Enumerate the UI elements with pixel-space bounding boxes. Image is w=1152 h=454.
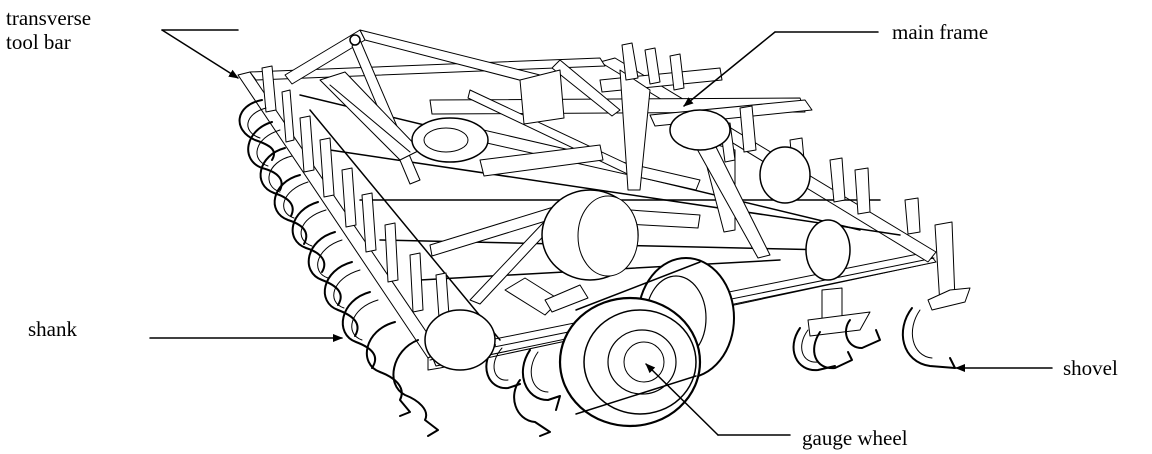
gauge-wheel-label: gauge wheel (802, 426, 908, 450)
rear-wheels (411, 109, 851, 371)
leader-lines (149, 29, 1053, 436)
left-shanks (238, 99, 439, 437)
main-frame-label: main frame (892, 20, 989, 44)
gauge-wheels (558, 257, 735, 428)
shank-label: shank (28, 317, 77, 341)
transverse-tool-bar-label: transverse tool bar (6, 6, 91, 54)
shovel-label: shovel (1063, 356, 1118, 380)
transverse-tool-bar-label-line2: tool bar (6, 30, 71, 54)
transverse-tool-bar-leader (161, 29, 239, 79)
transverse-tool-bar-label-line1: transverse (6, 6, 92, 30)
